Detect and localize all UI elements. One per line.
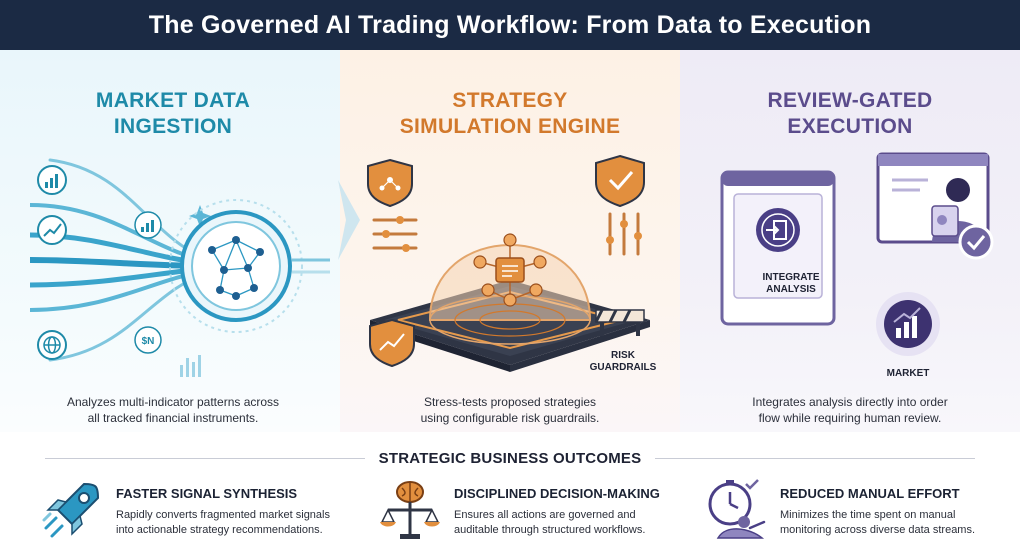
check-badge-icon [958, 224, 994, 260]
sliders-icon [372, 218, 418, 250]
stage-description: Analyzes multi-indicator patterns across… [66, 395, 280, 425]
brain-scale-icon [378, 478, 442, 542]
bar-chart-icon [37, 165, 67, 195]
market-label: MARKET [886, 368, 930, 379]
outcome-disciplined-decision-making: DISCIPLINED DECISION-MAKING Ensures all … [378, 478, 678, 548]
data-ingestion-illustration: $N [30, 150, 330, 380]
rocket-icon [40, 478, 104, 542]
execution-illustration [720, 150, 1000, 380]
stage-description: Stress-tests proposed strategies using c… [420, 395, 600, 425]
integrate-analysis-label: INTEGRATE ANALYSIS [762, 272, 820, 295]
outcome-faster-signal-synthesis: FASTER SIGNAL SYNTHESIS Rapidly converts… [40, 478, 340, 548]
shield-network-icon [367, 158, 413, 208]
risk-guardrails-label: RISK GUARDRAILS [589, 350, 657, 373]
enter-icon [756, 208, 800, 252]
stage-description: Integrates analysis directly into order … [752, 395, 948, 425]
stage-market-data-ingestion: MARKET DATA INGESTION [0, 50, 346, 432]
outcome-title: REDUCED MANUAL EFFORT [780, 486, 960, 501]
outcome-text: Rapidly converts fragmented market signa… [116, 509, 330, 536]
relaxing-stopwatch-icon [704, 478, 768, 542]
divider [655, 457, 976, 459]
outcome-text: Ensures all actions are governed and aud… [454, 509, 646, 536]
divider [44, 457, 365, 459]
chart-up-icon [37, 215, 67, 245]
stage-strategy-simulation-engine: STRATEGY SIMULATION ENGINE [340, 50, 680, 432]
shield-check-icon [595, 154, 645, 208]
mini-bar-icon [134, 211, 162, 239]
shield-chart-icon [369, 318, 415, 368]
stage-review-gated-execution: REVIEW-GATED EXECUTION [680, 50, 1020, 432]
flow-arrow-1 [338, 180, 360, 260]
outcome-text: Minimizes the time spent on manual monit… [780, 509, 976, 536]
page-title: The Governed AI Trading Workflow: From D… [0, 0, 1020, 50]
outcome-title: FASTER SIGNAL SYNTHESIS [116, 486, 298, 501]
outcome-reduced-manual-effort: REDUCED MANUAL EFFORT Minimizes the time… [704, 478, 1004, 548]
stage-heading: REVIEW-GATED EXECUTION [767, 89, 933, 138]
stage-heading: MARKET DATA INGESTION [95, 89, 251, 138]
outcomes-header: STRATEGIC BUSINESS OUTCOMES [0, 448, 1020, 468]
simulation-dome-illustration [360, 150, 660, 380]
market-chart-icon [876, 292, 940, 356]
dollar-icon: $N [134, 326, 162, 354]
stage-heading: STRATEGY SIMULATION ENGINE [399, 89, 621, 138]
globe-icon [37, 330, 67, 360]
svg-text:$N: $N [142, 336, 155, 347]
outcome-title: DISCIPLINED DECISION-MAKING [454, 486, 660, 501]
outcomes-title: STRATEGIC BUSINESS OUTCOMES [378, 449, 642, 467]
barrier-icon [594, 309, 645, 336]
